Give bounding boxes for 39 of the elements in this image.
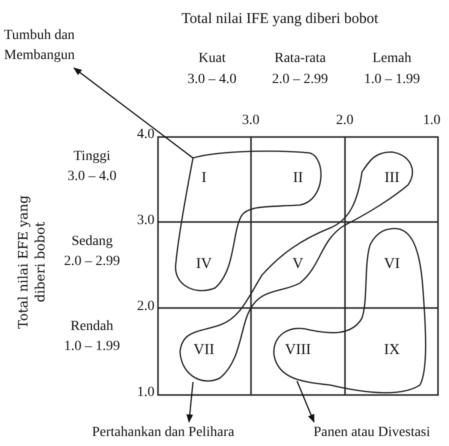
- cell-numeral: VII: [194, 342, 214, 358]
- cell-numeral: II: [293, 170, 303, 186]
- row-heading: Tinggi: [74, 149, 110, 164]
- tick-label: 2.0: [137, 299, 154, 314]
- range-label: 2.0 – 2.99: [272, 72, 328, 87]
- tick-label: 3.0: [137, 213, 154, 228]
- strategy-label: Tumbuh dan Membangun: [4, 26, 92, 66]
- arrow: [186, 382, 194, 423]
- strategy-label: Pertahankan dan Pelihara: [92, 424, 234, 441]
- column-heading: Rata-rata: [274, 51, 326, 66]
- region-outline: [174, 150, 322, 292]
- region-outline: [179, 151, 413, 382]
- row-heading: Sedang: [72, 234, 113, 249]
- tick-label: 1.0: [137, 385, 154, 400]
- column-heading: Kuat: [198, 51, 226, 66]
- range-label: 1.0 – 1.99: [364, 72, 420, 87]
- cell-numeral: V: [292, 256, 304, 272]
- column-heading: Lemah: [372, 51, 412, 66]
- tick-label: 3.0: [242, 113, 260, 128]
- range-label: 2.0 – 2.99: [64, 254, 120, 269]
- cell-numeral: VIII: [285, 342, 311, 358]
- strategy-label: Panen atau Divestasi: [314, 424, 430, 441]
- axis-title: Total nilai EFE yang diberi bobot: [16, 195, 48, 329]
- row-heading: Rendah: [70, 319, 114, 334]
- cell-numeral: I: [202, 170, 206, 186]
- arrow: [296, 380, 315, 423]
- arrow: [73, 68, 194, 158]
- range-label: 1.0 – 1.99: [64, 339, 120, 354]
- range-label: 3.0 – 4.0: [68, 169, 116, 184]
- tick-label: 2.0: [336, 113, 354, 128]
- cell-numeral: III: [384, 170, 400, 186]
- cell-numeral: IV: [196, 256, 212, 272]
- axis-title: Total nilai IFE yang diberi bobot: [182, 11, 378, 27]
- tick-label: 4.0: [137, 127, 154, 142]
- region-outline: [273, 228, 426, 394]
- cell-numeral: VI: [384, 256, 400, 272]
- range-label: 3.0 – 4.0: [188, 72, 236, 87]
- tick-label: 1.0: [423, 113, 440, 128]
- cell-numeral: IX: [384, 342, 400, 358]
